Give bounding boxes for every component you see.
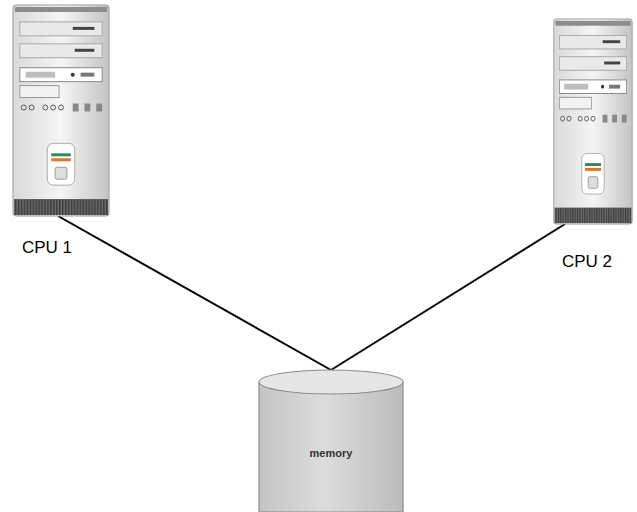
memory-cylinder: memory bbox=[258, 368, 404, 512]
connection-line bbox=[331, 224, 565, 370]
cpu-label: CPU 1 bbox=[22, 238, 72, 258]
cpu-label: CPU 2 bbox=[562, 252, 612, 272]
computer-tower-icon bbox=[553, 18, 633, 226]
computer-tower-icon bbox=[12, 4, 110, 218]
computer-node: CPU 2 bbox=[553, 18, 633, 226]
cylinder-shape bbox=[258, 368, 404, 512]
memory-label: memory bbox=[310, 447, 353, 459]
connection-line bbox=[58, 216, 331, 370]
computer-node: CPU 1 bbox=[12, 4, 110, 218]
